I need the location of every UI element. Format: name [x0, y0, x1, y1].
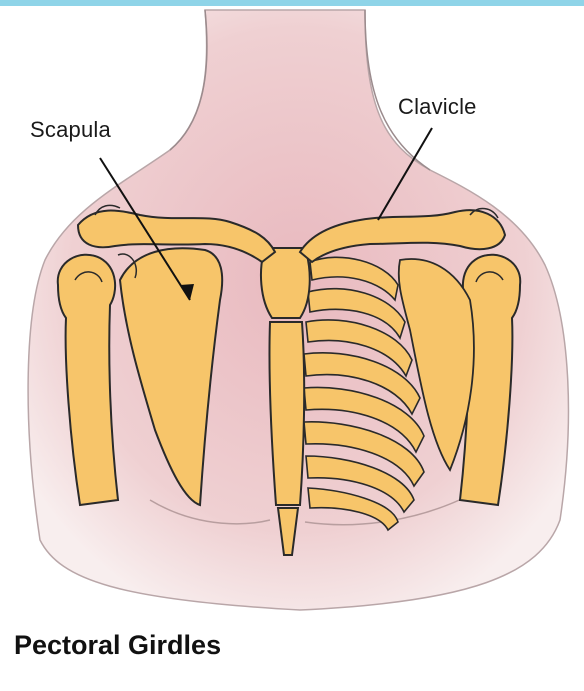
clavicle-label: Clavicle	[398, 94, 477, 120]
diagram-title: Pectoral Girdles	[14, 630, 221, 661]
scapula-label: Scapula	[30, 117, 111, 143]
